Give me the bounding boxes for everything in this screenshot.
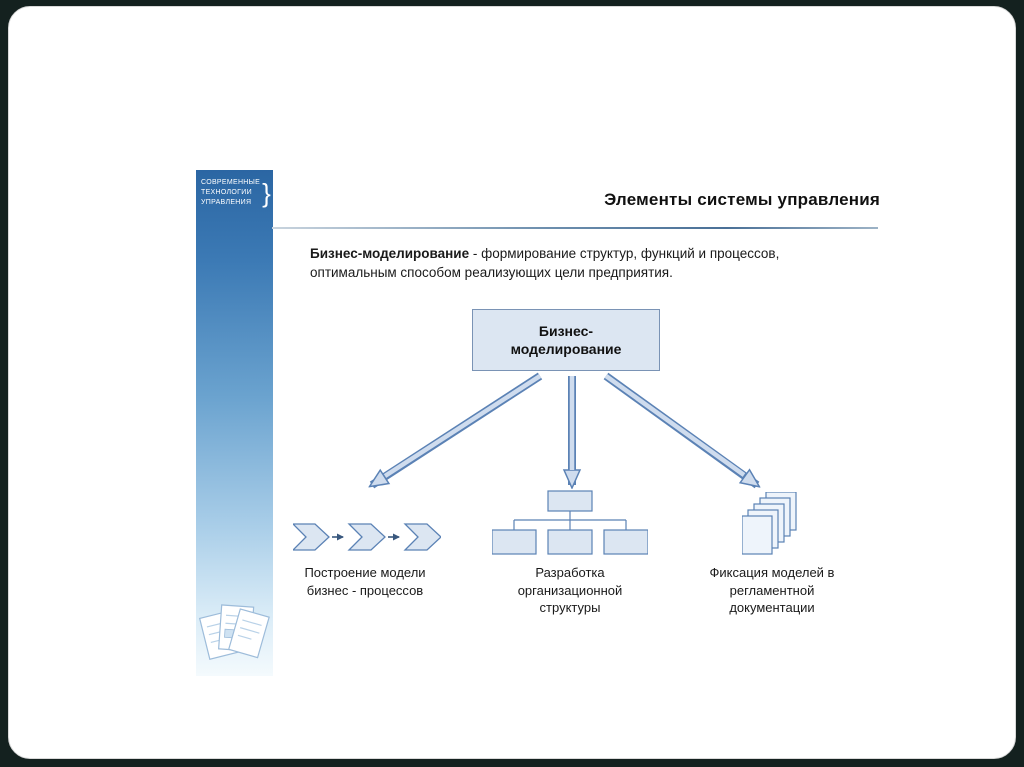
org-chart-icon: [491, 490, 649, 563]
logo-line: УПРАВЛЕНИЯ: [201, 199, 252, 207]
sidebar-documents-graphic: [198, 604, 270, 660]
definition-term: Бизнес-моделирование: [310, 246, 470, 261]
definition-body: - формирование структур, функций и проце…: [310, 246, 780, 280]
logo-line: СОВРЕМЕННЫЕ: [201, 179, 261, 186]
definition-text: Бизнес-моделирование - формирование стру…: [310, 245, 855, 283]
slide-background: [8, 6, 1016, 759]
arrow-left: [372, 372, 543, 489]
arrow-right: [603, 372, 757, 489]
logo-bracket-glyph: }: [262, 178, 271, 209]
branch-label-process-model: Построение модели бизнес - процессов: [304, 565, 426, 598]
company-logo: СОВРЕМЕННЫЕ ТЕХНОЛОГИИ УПРАВЛЕНИЯ }: [201, 178, 271, 208]
document-icon: [227, 608, 270, 659]
root-node-label-line: моделирование: [510, 341, 622, 357]
slide-title: Элементы системы управления: [604, 190, 880, 209]
company-logo-text: СОВРЕМЕННЫЕ ТЕХНОЛОГИИ УПРАВЛЕНИЯ: [201, 178, 260, 208]
branch-label-regulatory-docs: Фиксация моделей в регламентной документ…: [709, 565, 835, 616]
root-node-business-modeling: Бизнес- моделирование: [472, 309, 660, 371]
title-divider: [272, 227, 878, 229]
logo-line: ТЕХНОЛОГИИ: [201, 189, 252, 197]
sidebar-stripe: СОВРЕМЕННЫЕ ТЕХНОЛОГИИ УПРАВЛЕНИЯ }: [196, 170, 273, 676]
root-node-label-line: Бизнес-: [538, 322, 594, 339]
documents-stack-icon: [741, 491, 798, 561]
process-chevrons-icon: [291, 520, 442, 559]
branch-label-org-structure: Разработка организационной структуры: [517, 565, 623, 616]
connector-arrows: [270, 372, 790, 497]
